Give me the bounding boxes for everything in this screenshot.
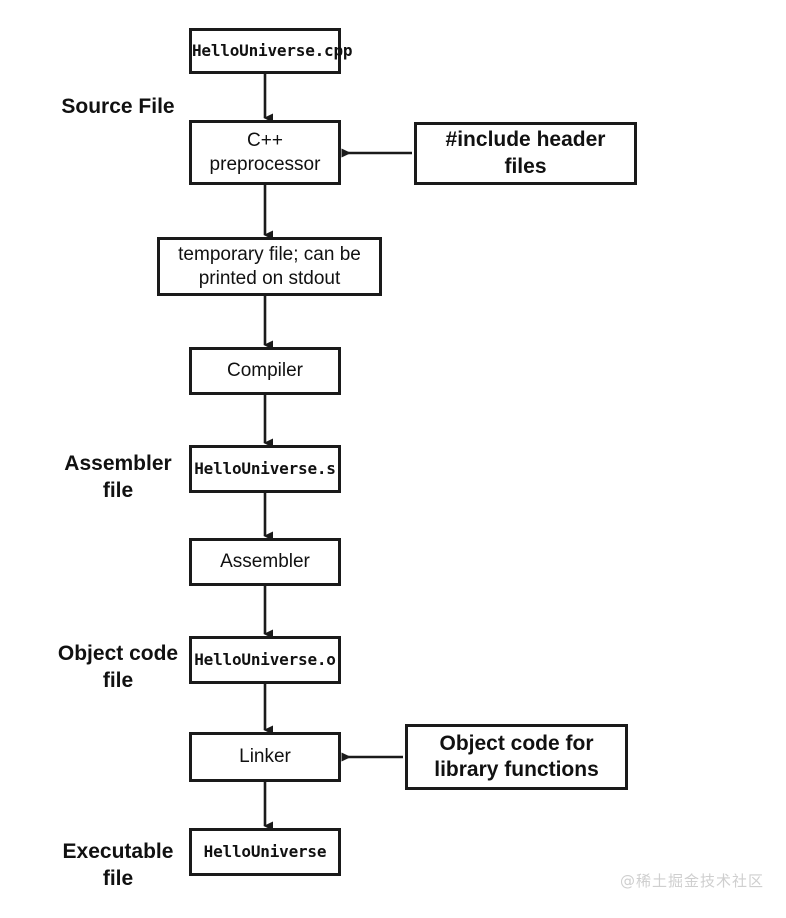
stage-label-assembler-file-label: Assembler file xyxy=(64,452,172,503)
node-label-object-code-file: HelloUniverse.o xyxy=(194,650,336,669)
node-label-source-file: HelloUniverse.cpp xyxy=(192,41,353,60)
node-source-file[interactable]: HelloUniverse.cpp xyxy=(189,28,353,74)
node-preprocessor[interactable]: C++ preprocessor xyxy=(189,120,341,185)
node-label-preprocessor: C++ preprocessor xyxy=(209,129,321,175)
stage-label-source-file-label: Source File xyxy=(61,95,175,118)
node-library-object-code[interactable]: Object code for library functions xyxy=(405,724,628,790)
node-assembler[interactable]: Assembler xyxy=(189,538,341,586)
node-label-include-headers: #include header files xyxy=(445,128,606,178)
node-object-code-file[interactable]: HelloUniverse.o xyxy=(189,636,341,684)
node-executable-file[interactable]: HelloUniverse xyxy=(189,828,341,876)
node-temporary-file[interactable]: temporary file; can be printed on stdout xyxy=(157,237,382,296)
node-label-compiler: Compiler xyxy=(226,360,304,382)
stage-label-executable-file-label: Executable file xyxy=(62,840,174,891)
node-include-headers[interactable]: #include header files xyxy=(414,122,637,185)
node-compiler[interactable]: Compiler xyxy=(189,347,341,395)
node-label-executable-file: HelloUniverse xyxy=(203,842,327,861)
stage-label-object-code-file-label: Object code file xyxy=(57,642,179,693)
node-label-library-object-code: Object code for library functions xyxy=(434,731,599,781)
node-linker[interactable]: Linker xyxy=(189,732,341,782)
node-assembler-file[interactable]: HelloUniverse.s xyxy=(189,445,341,493)
watermark-text: @稀土掘金技术社区 xyxy=(620,872,765,890)
node-label-temporary-file: temporary file; can be printed on stdout xyxy=(178,243,361,289)
node-label-linker: Linker xyxy=(239,746,291,768)
node-label-assembler-file: HelloUniverse.s xyxy=(194,459,336,478)
node-label-assembler: Assembler xyxy=(220,551,310,573)
